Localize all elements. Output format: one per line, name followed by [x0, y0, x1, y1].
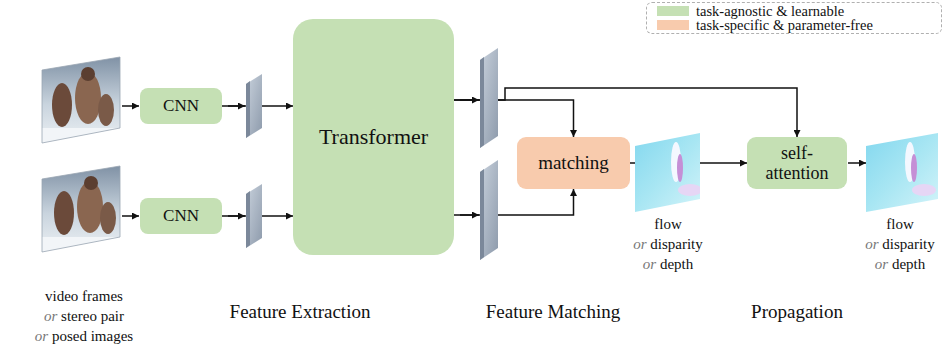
feature-arrow — [228, 105, 245, 107]
frame-border — [42, 166, 120, 252]
label-line: flow — [654, 216, 682, 233]
node-label: Transformer — [319, 125, 428, 150]
feature-map — [246, 74, 262, 138]
flow-arrow — [454, 100, 574, 137]
node-label: matching — [538, 152, 609, 173]
video-frame — [40, 164, 122, 257]
feature-arrow — [228, 215, 245, 217]
flow-arrow — [454, 88, 797, 137]
stage-label: Feature Matching — [486, 301, 621, 322]
flow-ground — [630, 130, 705, 215]
flow-streak — [911, 154, 917, 182]
process-box: matching — [517, 137, 630, 189]
video-frame — [40, 55, 122, 148]
caption-text: disparity — [650, 236, 703, 252]
alternative-word: or — [633, 236, 646, 252]
figure — [81, 67, 95, 81]
feature-map-side — [480, 57, 484, 148]
flow-ground — [862, 130, 942, 215]
caption-text: depth — [660, 256, 693, 272]
caption-text: stereo pair — [61, 308, 124, 324]
caption-text: flow — [654, 216, 682, 232]
alternative-word: or — [44, 308, 57, 324]
feature-map-side — [246, 81, 250, 138]
label-line: Feature Matching — [486, 301, 621, 323]
alternative-word: or — [865, 236, 878, 252]
legend-box: task-agnostic & learnabletask-specific &… — [646, 2, 942, 34]
caption-text: posed images — [52, 328, 133, 344]
feature-map — [246, 184, 262, 248]
alternative-word: or — [35, 328, 48, 344]
label-line: Propagation — [751, 301, 843, 323]
label-line: ordepth — [643, 256, 693, 273]
node-label: self- attention — [754, 143, 840, 183]
caption-text: disparity — [882, 236, 935, 252]
feature-map — [480, 48, 498, 148]
feature-map — [480, 160, 498, 260]
flow-map — [862, 130, 942, 215]
stage-label: Propagation — [751, 301, 843, 322]
legend-swatch — [657, 20, 689, 30]
snow — [40, 237, 122, 257]
feature-arrow — [460, 214, 479, 216]
label-line: video frames — [45, 288, 123, 305]
label-line: ordepth — [875, 256, 925, 273]
flow-arrow — [454, 189, 574, 215]
alternative-word: or — [875, 256, 888, 272]
stage-label: Feature Extraction — [230, 301, 371, 322]
input-arrow — [122, 105, 139, 107]
flow-streak — [678, 184, 702, 196]
process-box: Transformer — [293, 19, 454, 255]
figure — [98, 94, 114, 126]
legend-text: task-agnostic & learnable — [696, 4, 844, 18]
legend-text: task-specific & parameter-free — [696, 18, 873, 32]
figure — [100, 202, 116, 234]
input-arrow — [122, 215, 139, 217]
process-box: CNN — [140, 198, 222, 234]
feature-map-side — [246, 191, 250, 248]
figure — [54, 191, 74, 235]
label-line: orposed images — [35, 328, 133, 345]
output-arrow — [848, 162, 866, 164]
label-line: ordisparity — [865, 236, 935, 253]
label-line: Feature Extraction — [230, 301, 371, 323]
alternative-word: or — [643, 256, 656, 272]
label-line: orstereo pair — [44, 308, 124, 325]
label-line: flow — [886, 216, 914, 233]
figure — [84, 176, 98, 190]
feature-arrow — [460, 99, 479, 101]
process-box: self- attention — [747, 137, 847, 189]
legend-entry: task-agnostic & learnable — [657, 4, 935, 18]
figure — [52, 83, 72, 127]
frame-border — [42, 57, 120, 143]
caption-text: depth — [892, 256, 925, 272]
flow-map — [630, 130, 705, 215]
legend-entry: task-specific & parameter-free — [657, 18, 935, 32]
flow-streak — [677, 154, 683, 182]
feature-map-side — [480, 169, 484, 260]
node-label: CNN — [163, 96, 199, 115]
legend-swatch — [657, 6, 689, 16]
label-line: ordisparity — [633, 236, 703, 253]
snow — [40, 128, 122, 148]
caption-text: flow — [886, 216, 914, 232]
node-label: CNN — [163, 206, 199, 225]
flow-streak — [912, 184, 936, 196]
process-box: CNN — [140, 88, 222, 124]
caption-text: video frames — [45, 288, 123, 304]
